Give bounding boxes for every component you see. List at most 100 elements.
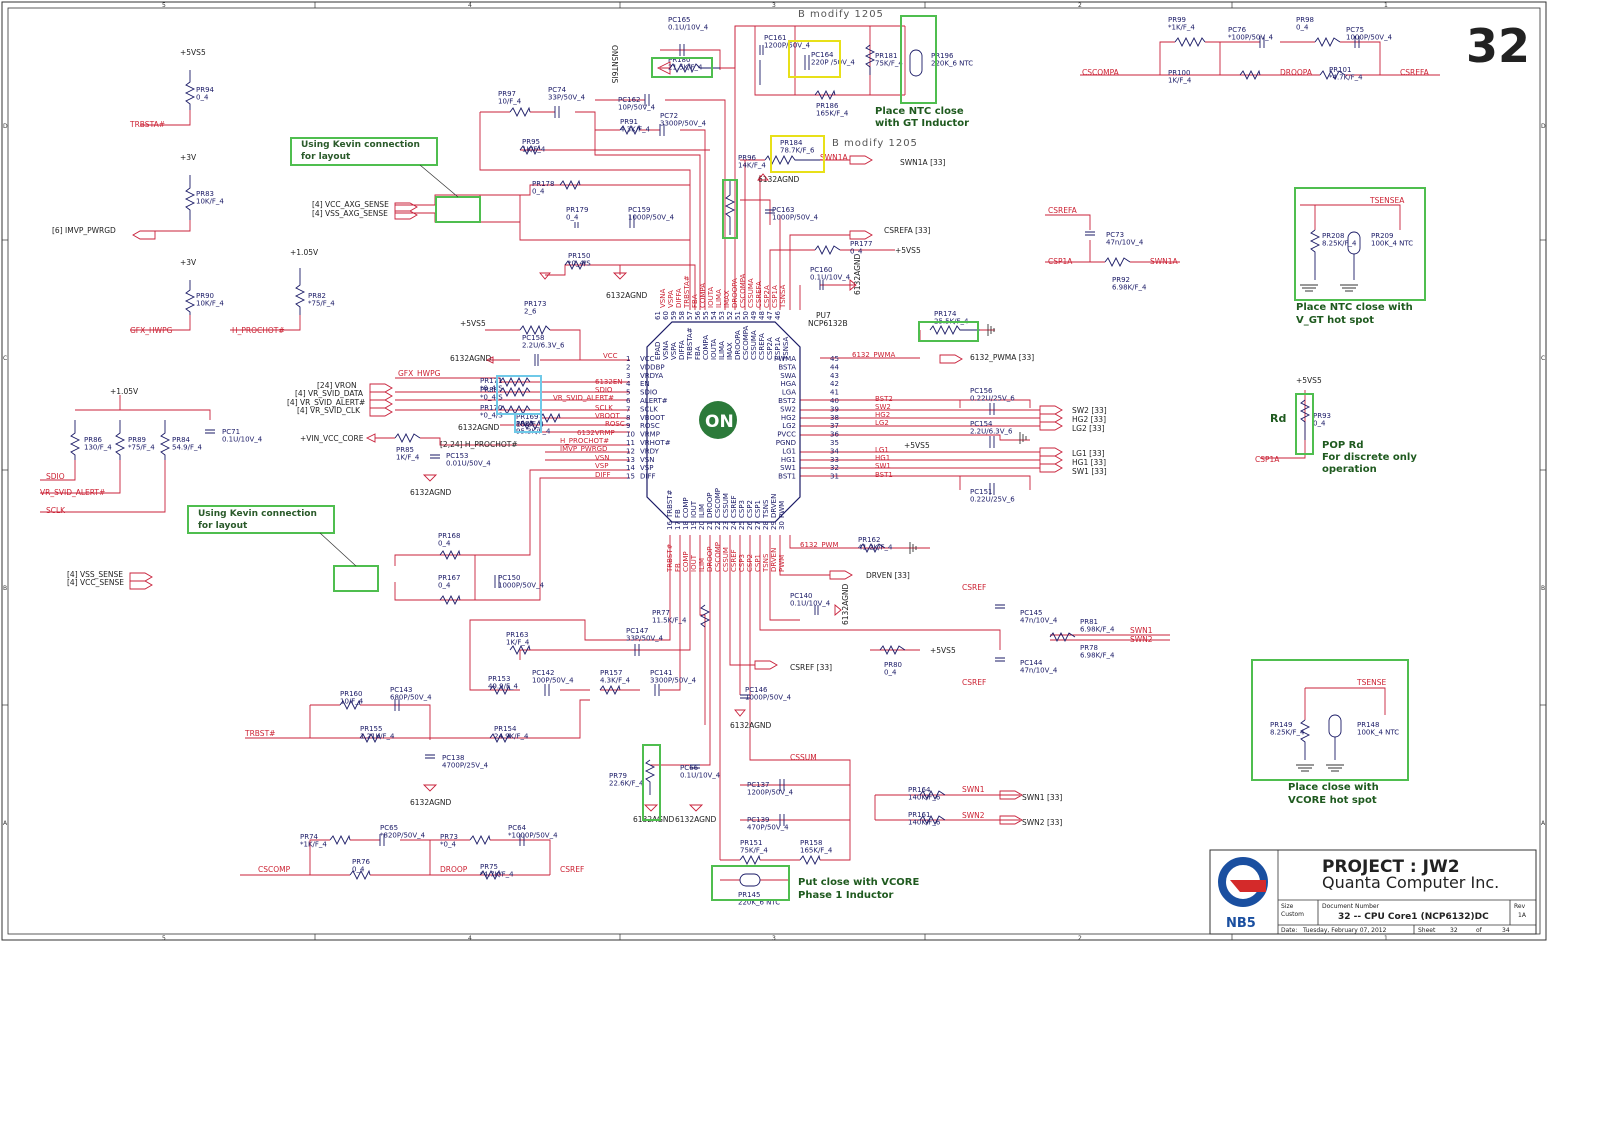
ic-pin-number: 38 [830,414,839,422]
net-label: LG1 [875,446,889,454]
date-label: Date: [1281,927,1297,934]
component-ref: PC160 [810,266,832,274]
rd-note: Rd [1270,412,1286,425]
ic-pin-number: 8 [626,414,630,422]
port-label: [4] VR_SVID_CLK [297,406,361,415]
ic-pin-number: 24 [730,521,738,530]
component-value: 0.1U/10V_4 [810,274,851,282]
ic-pin-name: DIFFA [678,340,686,360]
sheet-value: 32 [1450,927,1458,934]
ic-pin-number: 55 [702,311,710,320]
ic-pin-number: 48 [758,311,766,320]
ic-pin-name: HGA [781,380,797,388]
component-value: 10K/F_4 [196,198,224,206]
net-label: CSREFA [1400,68,1430,77]
ic-bottom-net: CSP2 [746,554,754,572]
component-ref: PR86 [84,436,103,444]
ic-pin-name: COMPA [702,335,710,360]
component-value: 4.3K/F_4 [620,126,651,134]
ic-pin-number: 58 [678,311,686,320]
component-value: 0_4 [438,540,451,548]
power-label: +3V [180,153,197,162]
ic-pin-number: 28 [762,521,770,530]
ic-top-net: VSPA [667,290,675,308]
component-value: 47n/10V_4 [1020,617,1058,625]
component-value: 0_4 [850,248,863,256]
component-ref: PR196 [931,52,954,60]
ic-pin-name: FBA [694,346,702,360]
component-ref: PR73 [440,833,458,841]
component-ref: PR180 [668,56,690,64]
component-ref: PC146 [745,686,768,694]
company-name: Quanta Computer Inc. [1322,873,1499,892]
ic-pin-number: 23 [722,521,730,530]
net-label: VSN [595,454,609,462]
ic-pin-name: VCC [640,355,655,363]
power-label: +5VS5 [930,646,956,655]
net-label: DIFF [595,471,611,479]
ic-pin-name: VSN [640,456,654,464]
net-label: CSREF [962,583,986,592]
row-mark: C [1541,355,1545,362]
component-ref: PC139 [747,816,769,824]
ic-pin-name: COMP [682,497,690,518]
modify-note: B modify 1205 [832,138,918,149]
kevin-note: Using Kevin connection [301,140,420,150]
component-ref: PR92 [1112,276,1130,284]
ic-pin-number: 61 [654,311,662,320]
port-label: [24] VRON [317,381,357,390]
port-label: 6132AGND [450,354,492,363]
component-ref: PR154 [494,725,517,733]
component-ref: PR169 [516,413,538,421]
ic-pin-name: VRMP [640,431,660,439]
port-label: 6132AGND [410,488,452,497]
size-label: Size [1281,903,1294,910]
ic-pin-number: 12 [626,447,635,455]
page-number: 32 [1466,19,1530,73]
ic-pin-number: 42 [830,380,839,388]
component-ref: PR179 [566,206,588,214]
ic-top-net: DROOPA [731,278,739,308]
net-label: CSREFA [1048,206,1078,215]
power-label: +5VS5 [904,441,930,450]
ic-pin-number: 19 [690,521,698,530]
component-ref: PR91 [620,118,638,126]
component-value: 0.1U/10V_4 [680,772,721,780]
ic-pin-name: CSP1 [754,500,762,518]
port-label: 6132_PWMA [33] [970,353,1034,362]
ic-pin-number: 22 [714,521,722,530]
component-value: 0.22U/25V_6 [970,395,1015,403]
port-label: 6132AGND [730,721,772,730]
component-ref: PC150 [498,574,520,582]
component-ref: PR167 [438,574,460,582]
row-mark: D [1541,123,1546,130]
component-value: 10K/F_4 [196,300,224,308]
component-value: 75K/F_4 [875,60,903,68]
component-value: 0_4 [438,582,451,590]
rev-label: Rev [1514,903,1526,910]
component-ref: PR160 [340,690,362,698]
component-value: 22.6K/F_4 [609,780,644,788]
col-mark: 4 [468,935,472,942]
net-label: SWN1 [962,785,985,794]
ic-pin-name: LGA [782,389,796,397]
component-value: 1000P/50V_4 [772,214,819,222]
ic-pin-name: CSP2A [766,337,774,360]
ic-pin-name: SW1 [780,464,796,472]
port-label: [4] VCC_AXG_SENSE [312,200,389,209]
ic-pin-number: 21 [706,521,714,530]
component-value: 11.5K/F_4 [652,617,687,625]
col-mark: 5 [162,2,166,9]
ic-pin-number: 3 [626,372,630,380]
ic-pin-number: 50 [742,311,750,320]
net-label: HG1 [875,454,890,462]
component-ref: PR96 [738,154,757,162]
power-label: +3V [180,258,197,267]
component-value: 0_4 [196,94,209,102]
component-value: 1K/F_4 [396,454,420,462]
component-ref: PC65 [380,824,398,832]
component-value: 2.2U/6.3V_6 [522,342,565,350]
row-mark: B [3,585,7,592]
net-label: H_PROCHOT# [560,437,609,445]
